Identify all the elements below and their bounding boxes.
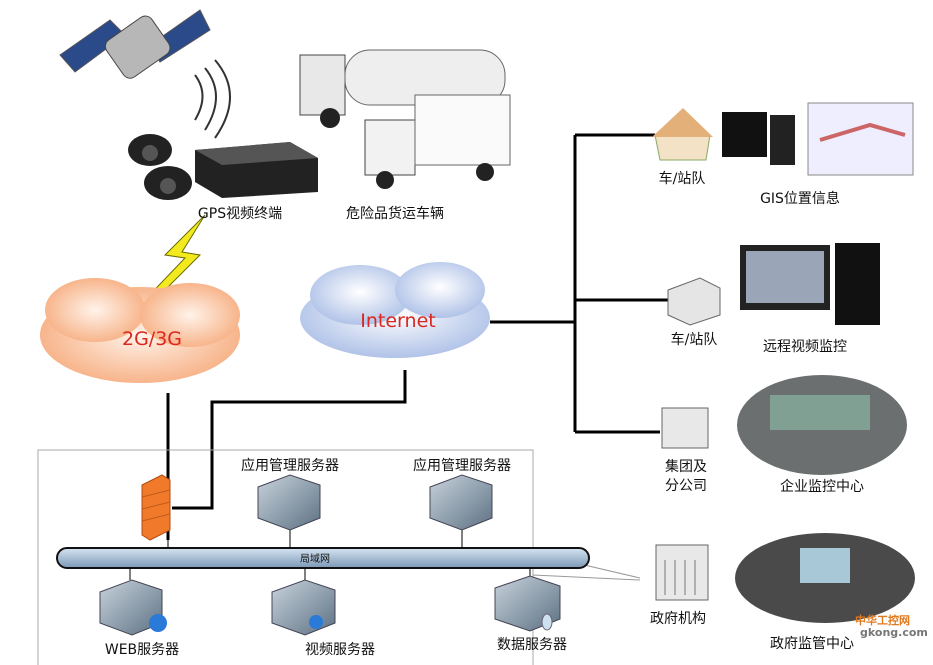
satellite-icon (59, 9, 231, 139)
internet-cloud (300, 262, 490, 358)
app-server-icon (257, 474, 321, 531)
government-building-icon (655, 544, 709, 601)
app-server-icon (429, 474, 493, 531)
government-center-label: 政府监管中心 (770, 636, 854, 652)
internet-label: Internet (360, 310, 436, 332)
data-server-label: 数据服务器 (497, 637, 567, 653)
database-icon (541, 613, 553, 631)
app-server-label: 应用管理服务器 (241, 458, 339, 474)
company-label-line2: 分公司 (665, 478, 707, 494)
gps-terminal-label: GPS视频终端 (197, 206, 283, 222)
video-server-icon (271, 579, 336, 636)
lan-pipe (56, 547, 590, 569)
watermark-en: gkong.com (860, 626, 928, 639)
station-label: 车/站队 (658, 171, 706, 187)
station-label: 车/站队 (670, 332, 718, 348)
mobile-network-label: 2G/3G (121, 328, 183, 350)
mobile-network-cloud (40, 278, 240, 383)
web-server-label: WEB服务器 (104, 642, 180, 658)
video-monitor-computer-icon (740, 243, 880, 325)
company-label: 集团及 (665, 459, 707, 475)
gis-label: GIS位置信息 (760, 191, 840, 207)
globe-icon (149, 614, 167, 632)
gps-terminal-icon (195, 142, 318, 198)
vehicle-label: 危险品货运车辆 (346, 206, 444, 222)
house-icon (652, 108, 713, 161)
camera-icon (128, 134, 192, 200)
app-server-label: 应用管理服务器 (413, 458, 511, 474)
video-server-label: 视频服务器 (305, 642, 375, 658)
box-truck-icon (364, 94, 511, 189)
globe-icon (309, 615, 323, 629)
watermark-cn: 中华工控网 (855, 614, 910, 627)
government-label: 政府机构 (650, 611, 706, 627)
gis-computer-icon (722, 102, 914, 176)
firewall-icon (141, 474, 171, 541)
company-building-icon (661, 407, 709, 449)
station-server-icon (667, 277, 721, 326)
remote-video-label: 远程视频监控 (763, 339, 847, 355)
enterprise-center-label: 企业监控中心 (780, 479, 864, 495)
lan-label: 局域网 (300, 554, 330, 565)
